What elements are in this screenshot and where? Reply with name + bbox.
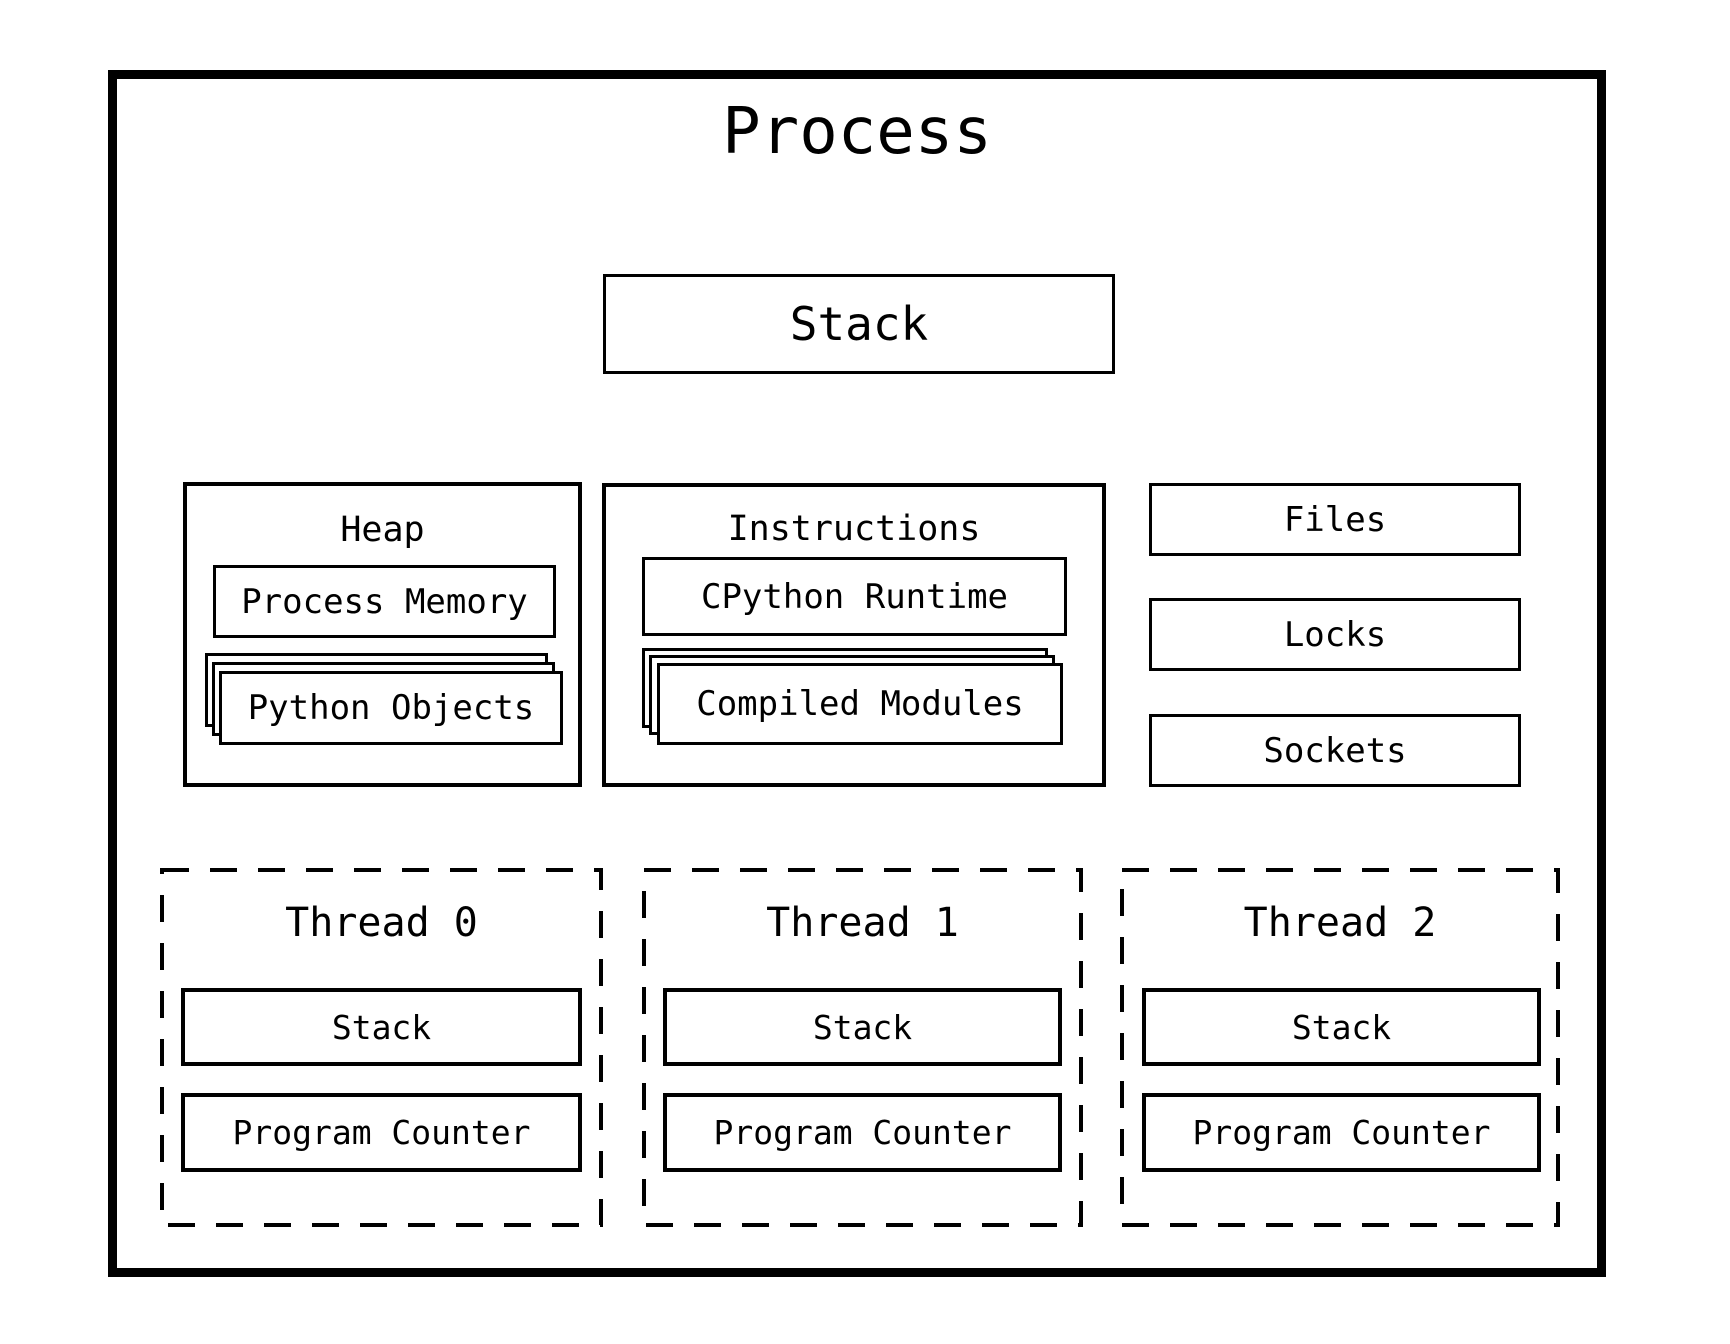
python-objects-box: Python Objects bbox=[219, 671, 563, 745]
thread-1-box: Thread 1 Stack Program Counter bbox=[642, 868, 1083, 1227]
thread-1-label: Thread 1 bbox=[766, 900, 959, 946]
cpython-runtime-label: CPython Runtime bbox=[700, 576, 1009, 617]
python-objects-label: Python Objects bbox=[247, 688, 535, 728]
instructions-box: Instructions bbox=[602, 483, 1106, 787]
thread-0-program-counter-box: Program Counter bbox=[181, 1093, 582, 1172]
thread-2-program-counter-box: Program Counter bbox=[1142, 1093, 1541, 1172]
thread-2-program-counter-label: Program Counter bbox=[1192, 1113, 1491, 1152]
thread-0-box: Thread 0 Stack Program Counter bbox=[160, 868, 603, 1227]
heap-box: Heap bbox=[183, 482, 582, 787]
thread-1-program-counter-label: Program Counter bbox=[713, 1113, 1012, 1152]
compiled-modules-label: Compiled Modules bbox=[696, 684, 1024, 724]
process-memory-label: Process Memory bbox=[241, 581, 528, 622]
thread-2-label: Thread 2 bbox=[1243, 900, 1437, 946]
sockets-label: Sockets bbox=[1263, 730, 1407, 771]
cpython-runtime-box: CPython Runtime bbox=[642, 557, 1067, 636]
thread-1-dashed-border bbox=[642, 868, 1083, 1227]
process-title: Process bbox=[722, 95, 992, 169]
process-memory-box: Process Memory bbox=[213, 565, 556, 638]
thread-1-program-counter-box: Program Counter bbox=[663, 1093, 1062, 1172]
thread-0-stack-label: Stack bbox=[331, 1007, 432, 1047]
sockets-box: Sockets bbox=[1149, 714, 1521, 787]
process-box bbox=[108, 70, 1606, 1277]
locks-label: Locks bbox=[1283, 614, 1387, 655]
thread-0-label: Thread 0 bbox=[285, 900, 478, 946]
thread-0-dashed-border bbox=[160, 868, 603, 1227]
thread-0-program-counter-label: Program Counter bbox=[232, 1113, 531, 1152]
locks-box: Locks bbox=[1149, 598, 1521, 671]
thread-1-stack-box: Stack bbox=[663, 988, 1062, 1066]
heap-label: Heap bbox=[340, 510, 425, 550]
files-box: Files bbox=[1149, 483, 1521, 556]
compiled-modules-box: Compiled Modules bbox=[657, 663, 1063, 745]
thread-0-stack-box: Stack bbox=[181, 988, 582, 1066]
thread-2-stack-label: Stack bbox=[1291, 1007, 1392, 1047]
shared-stack-label: Stack bbox=[789, 297, 929, 351]
instructions-label: Instructions bbox=[727, 509, 981, 549]
thread-1-stack-label: Stack bbox=[812, 1007, 913, 1047]
thread-2-box: Thread 2 Stack Program Counter bbox=[1120, 868, 1560, 1227]
shared-stack-box: Stack bbox=[603, 274, 1115, 374]
thread-2-dashed-border bbox=[1120, 868, 1560, 1227]
thread-2-stack-box: Stack bbox=[1142, 988, 1541, 1066]
files-label: Files bbox=[1283, 499, 1387, 540]
